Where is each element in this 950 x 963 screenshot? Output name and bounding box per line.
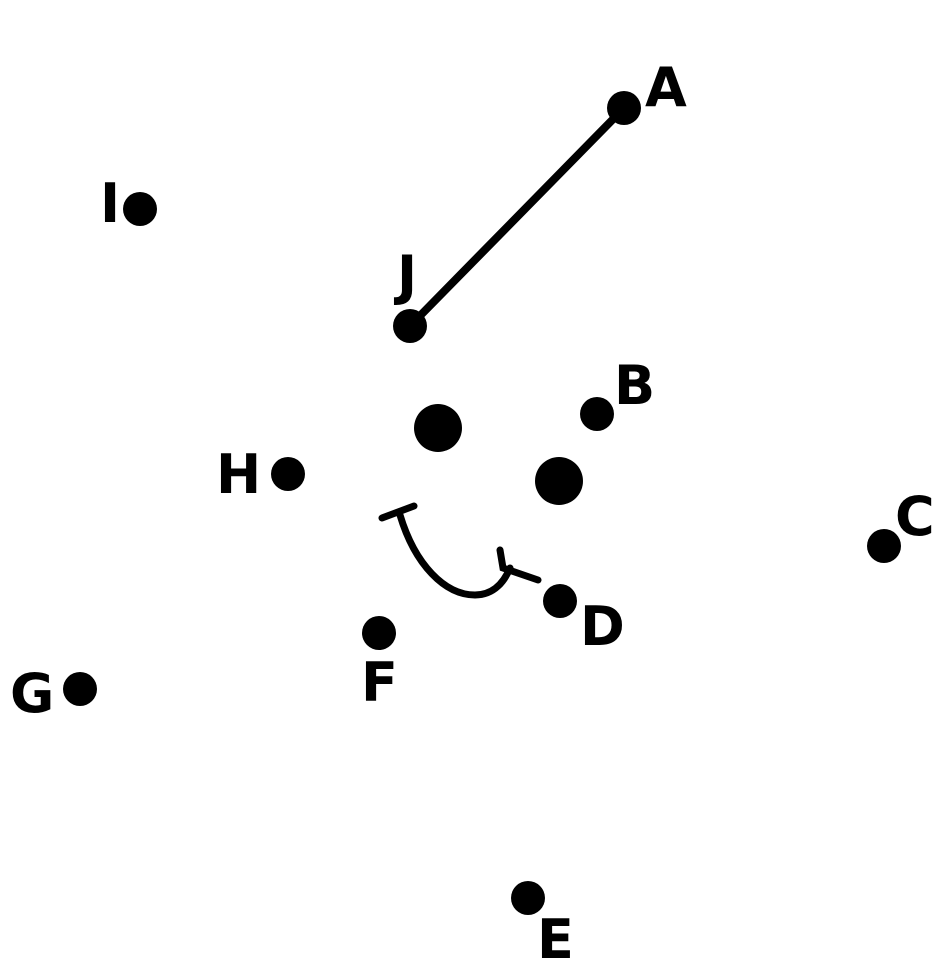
label-a: A [645,56,687,119]
label-f: F [361,651,398,714]
label-i: I [100,172,120,235]
right-eye [535,457,583,505]
smile-mouth [378,502,542,599]
label-g: G [10,662,54,725]
dot-j [393,309,427,343]
dot-d [543,584,577,618]
label-j: J [393,244,417,307]
label-c: C [895,485,935,548]
dot-c [867,529,901,563]
label-h: H [216,443,261,506]
dot-h [271,457,305,491]
dot-b [580,397,614,431]
dot-a [607,91,641,125]
label-e: E [537,908,574,963]
label-b: B [614,354,655,417]
dot-i [123,192,157,226]
label-d: D [580,595,625,658]
dot-f [362,616,396,650]
dot-e [511,881,545,915]
connector-j-a [406,104,628,330]
left-eye [414,404,462,452]
dot-g [63,672,97,706]
